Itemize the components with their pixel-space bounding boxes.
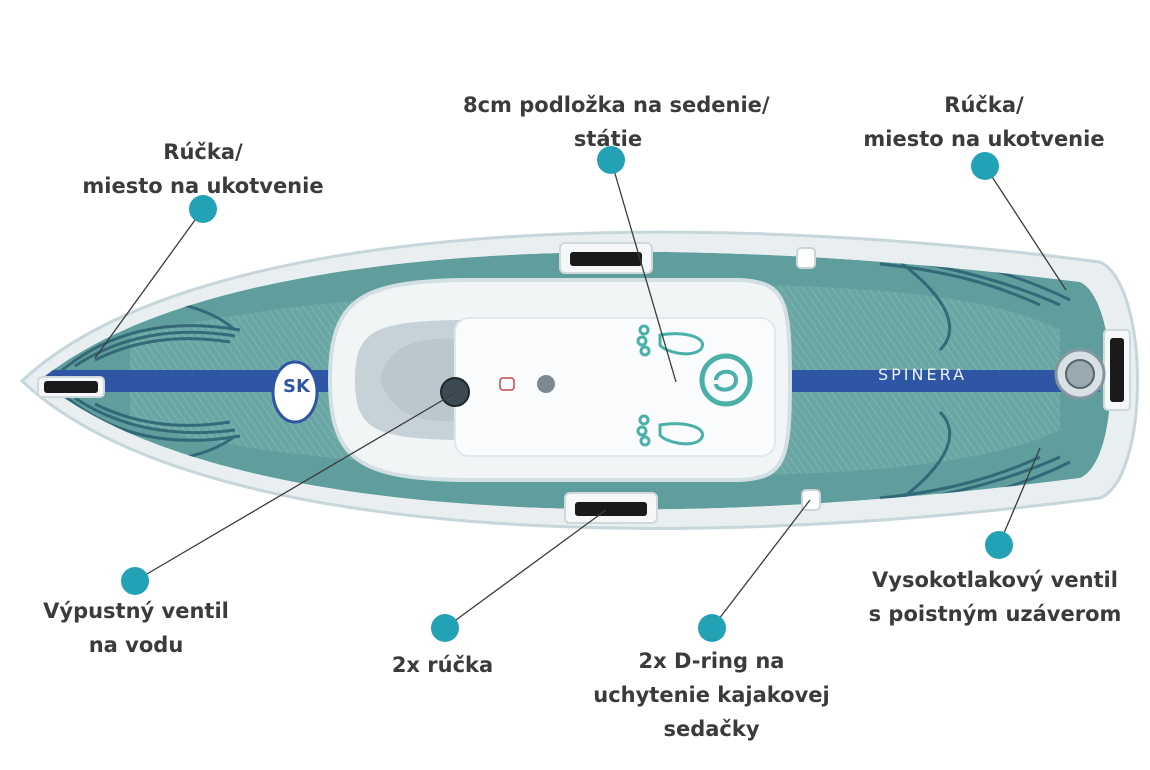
callout-dot-d-rings: [698, 614, 726, 642]
handle-bottom: [564, 492, 658, 524]
leader-line-d-rings: [711, 499, 811, 629]
leader-line-handle-left: [94, 208, 204, 359]
sk-badge-text: SK: [283, 376, 310, 397]
callout-dot-handle-left: [189, 195, 217, 223]
brand-logo-text: SPINERA: [878, 365, 968, 384]
callout-side-handles: 2x rúčka: [391, 653, 494, 677]
callout-pad: 8cm podložka na sedenie/státie: [463, 93, 770, 151]
foot-icon-top: [636, 324, 704, 357]
handle-top: [559, 242, 653, 274]
leader-line-drain-valve: [134, 392, 456, 582]
foot-icon-bottom: [636, 414, 704, 447]
leader-lines: [94, 159, 1067, 629]
cockpit: [327, 278, 793, 482]
callout-dot-drain-valve: [121, 567, 149, 595]
drain-valve: [440, 377, 470, 407]
leader-line-side-handles: [444, 509, 607, 629]
leader-line-hp-valve: [998, 447, 1041, 546]
callout-dots: [121, 146, 1013, 642]
handle-nose: [37, 376, 105, 398]
callout-dot-side-handles: [431, 614, 459, 642]
callout-dot-hp-valve: [985, 531, 1013, 559]
callout-handle-right: Rúčka/miesto na ukotvenie: [863, 93, 1105, 151]
leader-line-handle-right: [984, 165, 1067, 291]
callout-dot-handle-right: [971, 152, 999, 180]
callout-handle-left: Rúčka/miesto na ukotvenie: [82, 140, 324, 198]
sk-badge: [271, 360, 319, 424]
handle-tail: [1103, 329, 1131, 411]
spinera-emblem-icon: [699, 353, 753, 407]
leader-line-pad: [610, 159, 677, 383]
hp-valve-icon: [1054, 348, 1106, 400]
callout-dot-pad: [597, 146, 625, 174]
d-ring-top: [796, 247, 816, 269]
